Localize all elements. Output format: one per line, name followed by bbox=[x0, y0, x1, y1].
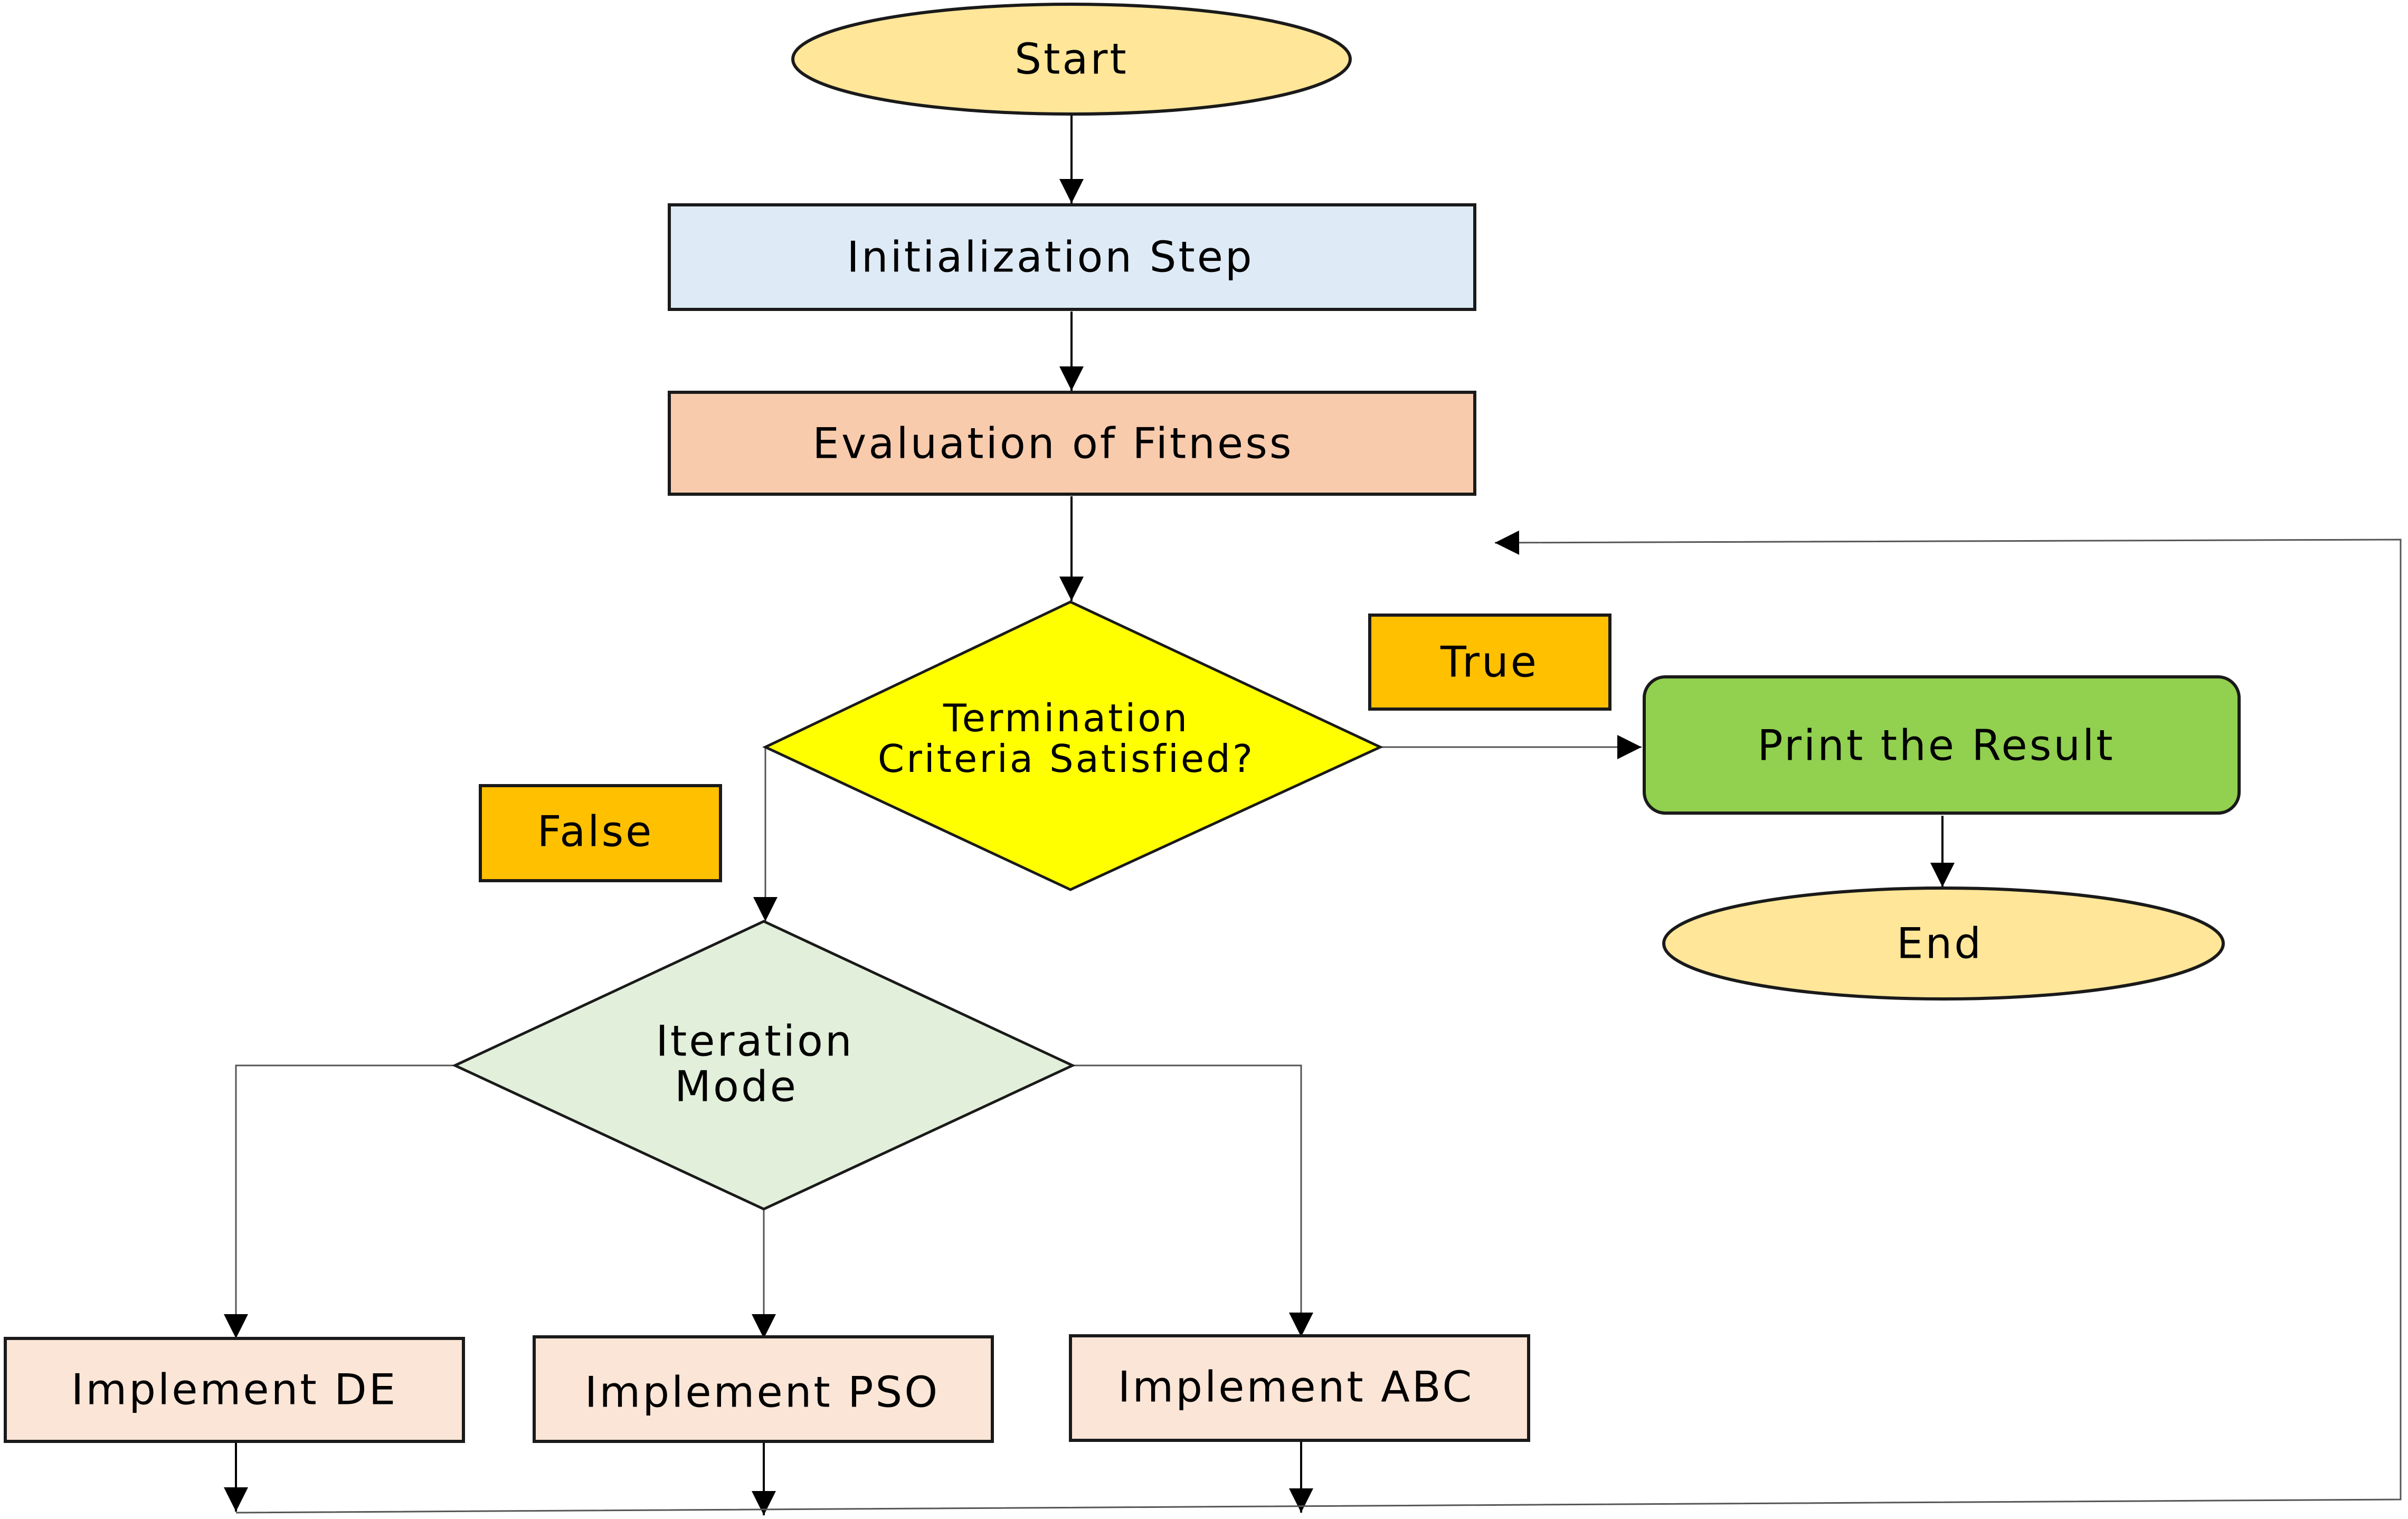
iteration-label-line2: Mode bbox=[675, 1062, 798, 1111]
end-node: End bbox=[1662, 886, 2225, 1001]
termination-label-line2: Criteria Satisfied? bbox=[878, 737, 1255, 781]
implement-pso-box bbox=[533, 1335, 994, 1443]
initialization-box bbox=[668, 203, 1476, 311]
iteration-mode-decision: Iteration Mode bbox=[452, 920, 1076, 1211]
implement-de: Implement DE bbox=[4, 1337, 465, 1443]
implement-abc: Implement ABC bbox=[1069, 1334, 1530, 1442]
end-label: End bbox=[1897, 919, 1983, 968]
evaluation-box bbox=[668, 391, 1476, 496]
iteration-diamond bbox=[452, 920, 1076, 1211]
false-tag-label: False bbox=[537, 807, 654, 856]
termination-decision: Termination Criteria Satisfied? bbox=[762, 600, 1383, 891]
start-node: Start bbox=[791, 3, 1352, 116]
iteration-label-line1: Iteration bbox=[656, 1017, 854, 1066]
false-tag-box bbox=[479, 784, 722, 882]
start-label: Start bbox=[1015, 35, 1128, 84]
edge-iteration-to-de bbox=[224, 1064, 455, 1338]
evaluation-label: Evaluation of Fitness bbox=[812, 419, 1293, 468]
implement-de-label: Implement DE bbox=[71, 1365, 398, 1414]
print-result-node: Print the Result bbox=[1643, 675, 2241, 815]
termination-diamond bbox=[762, 600, 1383, 891]
true-tag: True bbox=[1368, 614, 1611, 711]
implement-pso: Implement PSO bbox=[533, 1335, 994, 1443]
start-ellipse bbox=[791, 3, 1352, 116]
true-tag-box bbox=[1368, 614, 1611, 711]
evaluation-of-fitness: Evaluation of Fitness bbox=[668, 391, 1476, 496]
initialization-label: Initialization Step bbox=[847, 233, 1254, 282]
false-tag: False bbox=[479, 784, 722, 882]
print-result-box bbox=[1643, 675, 2241, 815]
implement-abc-box bbox=[1069, 1334, 1530, 1442]
print-result-label: Print the Result bbox=[1757, 721, 2115, 770]
implement-abc-label: Implement ABC bbox=[1118, 1363, 1474, 1412]
edge-feedback-loop bbox=[235, 530, 2402, 1514]
connectors bbox=[224, 114, 2402, 1515]
termination-label-line1: Termination bbox=[943, 696, 1189, 740]
implement-pso-label: Implement PSO bbox=[585, 1368, 940, 1417]
initialization-step: Initialization Step bbox=[668, 203, 1476, 311]
true-tag-label: True bbox=[1440, 638, 1539, 687]
edge-iteration-to-abc bbox=[1073, 1064, 1313, 1337]
implement-de-box bbox=[4, 1337, 465, 1443]
end-ellipse bbox=[1662, 886, 2225, 1001]
